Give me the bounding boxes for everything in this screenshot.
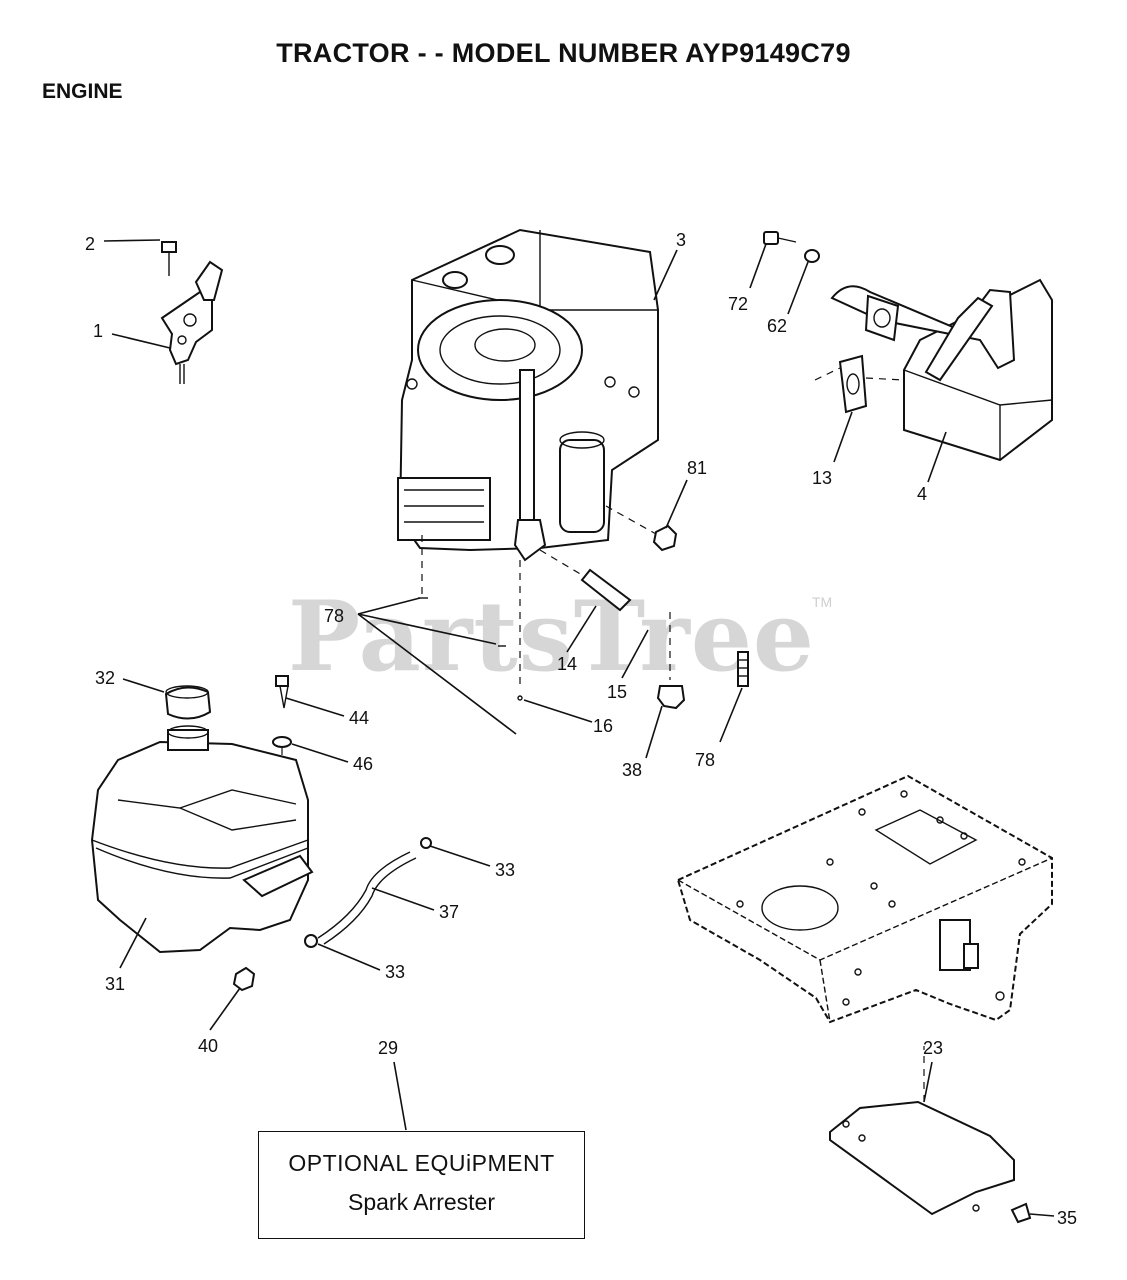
engine-part[interactable] <box>397 228 659 562</box>
page-title: TRACTOR - - MODEL NUMBER AYP9149C79 <box>276 38 851 68</box>
callout-40: 40 <box>198 1036 218 1056</box>
watermark-tm: TM <box>812 594 833 610</box>
leader-lines <box>103 239 1055 1217</box>
section-label: ENGINE <box>42 80 123 103</box>
gasket-ring-part[interactable] <box>804 249 820 263</box>
callout-33-lower: 33 <box>385 962 405 982</box>
callout-29: 29 <box>378 1038 398 1058</box>
hose-clamp-lower-part[interactable] <box>304 934 318 948</box>
washer-16-part[interactable] <box>517 695 523 701</box>
callout-44: 44 <box>349 708 369 728</box>
callout-35: 35 <box>1057 1208 1077 1228</box>
callout-33-upper: 33 <box>495 860 515 880</box>
fuel-tank-part[interactable] <box>90 725 314 954</box>
fuel-hose-part[interactable] <box>317 851 417 945</box>
optional-equipment-heading: OPTIONAL EQUiPMENT <box>288 1150 555 1176</box>
nut-part[interactable] <box>652 524 678 552</box>
shield-plate-part[interactable] <box>829 1100 1015 1216</box>
callout-numbers: 1 2 3 4 13 14 15 16 23 29 31 32 33 33 35… <box>85 230 1077 1228</box>
fuel-line-part[interactable] <box>580 568 632 612</box>
callout-78-left: 78 <box>324 606 344 626</box>
callout-3: 3 <box>676 230 686 250</box>
tank-washer-part[interactable] <box>272 736 292 748</box>
callout-16: 16 <box>593 716 613 736</box>
tank-screw-part[interactable] <box>275 675 289 709</box>
callout-14: 14 <box>557 654 577 674</box>
spark-arrester-label: Spark Arrester <box>348 1189 495 1215</box>
callout-62: 62 <box>767 316 787 336</box>
callout-15: 15 <box>607 682 627 702</box>
callout-31: 31 <box>105 974 125 994</box>
stud-78-part[interactable] <box>737 651 749 687</box>
callout-1: 1 <box>93 321 103 341</box>
callout-2: 2 <box>85 234 95 254</box>
callout-72: 72 <box>728 294 748 314</box>
callout-81: 81 <box>687 458 707 478</box>
shield-screw-part[interactable] <box>1010 1202 1032 1224</box>
muffler-part[interactable] <box>830 278 1053 462</box>
hose-clamp-upper-part[interactable] <box>420 837 432 849</box>
throttle-control-part[interactable] <box>160 260 224 384</box>
screw-part[interactable] <box>161 241 177 276</box>
bushing-part[interactable] <box>656 685 686 710</box>
tank-nut-part[interactable] <box>232 966 256 992</box>
callout-37: 37 <box>439 902 459 922</box>
exhaust-gasket-part[interactable] <box>838 354 868 414</box>
callout-46: 46 <box>353 754 373 774</box>
watermark: PartsTree <box>288 580 815 693</box>
callout-13: 13 <box>812 468 832 488</box>
callout-38: 38 <box>622 760 642 780</box>
callout-32: 32 <box>95 668 115 688</box>
fuel-cap-part[interactable] <box>164 685 212 720</box>
bolt-part[interactable] <box>763 231 797 245</box>
callout-4: 4 <box>917 484 927 504</box>
callout-78-right: 78 <box>695 750 715 770</box>
callout-23: 23 <box>923 1038 943 1058</box>
optional-equipment-box: OPTIONAL EQUiPMENT Spark Arrester <box>258 1131 585 1239</box>
frame-plate-part[interactable] <box>676 774 1053 1024</box>
